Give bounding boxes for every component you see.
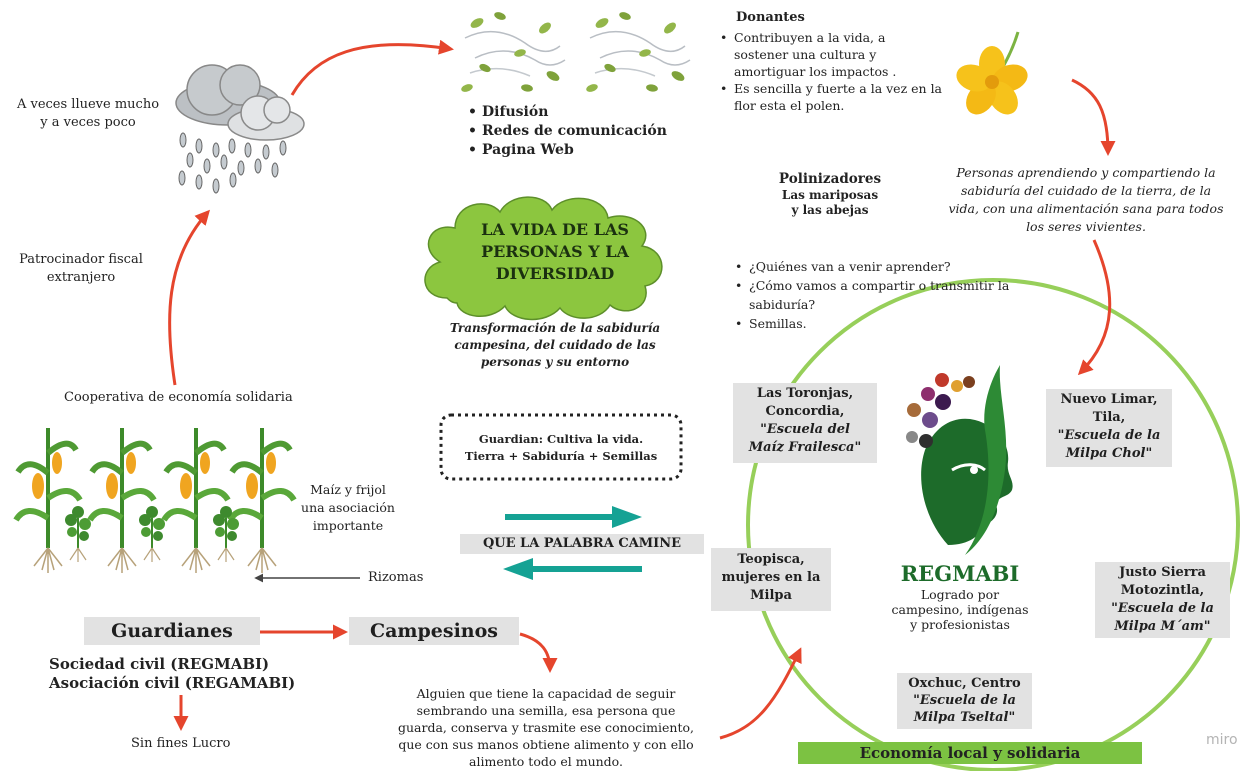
seeds-wind-icon-1 bbox=[459, 9, 566, 95]
rain-cloud-icon bbox=[175, 64, 305, 194]
arrow-fiscal-to-cloud bbox=[168, 209, 211, 386]
fiscal-label: Patrocinador fiscal extranjero bbox=[19, 252, 143, 285]
questions-list: ¿Quiénes van a venir aprender? ¿Cómo vam… bbox=[735, 257, 1055, 333]
polinizadores-block: Polinizadores Las mariposas y las abejas bbox=[778, 171, 882, 217]
central-title: LA VIDA DE LAS PERSONAS Y LA DIVERSIDAD bbox=[481, 220, 629, 283]
central-caption: Transformación de la sabiduría campesina… bbox=[449, 321, 661, 369]
school-justo-sierra: Justo Sierra Motozintla, "Escuela de la … bbox=[1095, 562, 1230, 638]
miro-watermark: miro bbox=[1206, 732, 1238, 748]
arrow-campesinos-curve bbox=[519, 632, 558, 673]
cooperativa-label: Cooperativa de economía solidaria bbox=[64, 390, 293, 405]
school-teopisca: Teopisca, mujeres en la Milpa bbox=[711, 548, 831, 611]
school-toronjas: Las Toronjas, Concordia, "Escuela del Ma… bbox=[733, 383, 877, 463]
guardian-box-text: Guardian: Cultiva la vida. Tierra + Sabi… bbox=[464, 432, 658, 463]
donantes-item: Contribuyen a la vida, a sostener una cu… bbox=[720, 29, 942, 80]
donantes-item: Es sencilla y fuerte a la vez en la flor… bbox=[720, 80, 942, 114]
teal-double-arrows bbox=[503, 506, 642, 580]
arrow-flower-to-personas bbox=[1071, 78, 1116, 156]
arrow-cloud-to-seeds bbox=[290, 39, 454, 96]
arrow-personas-to-limar bbox=[1077, 239, 1112, 376]
economia-bar bbox=[798, 742, 1142, 764]
campesinos-label: Campesinos bbox=[349, 617, 519, 645]
regmabi-logo-icon bbox=[906, 365, 1013, 555]
school-oxchuc: Oxchuc, Centro "Escuela de la Milpa Tsel… bbox=[897, 673, 1032, 729]
maiz-label: Maíz y frijol una asociación importante bbox=[301, 482, 395, 533]
palabra-label: QUE LA PALABRA CAMINE bbox=[460, 534, 704, 554]
rain-label: A veces llueve mucho y a veces poco bbox=[16, 97, 160, 130]
arrow-alguien-to-circle bbox=[719, 647, 802, 740]
seeds-wind-icon-2 bbox=[584, 9, 691, 95]
question-item: ¿Quiénes van a venir aprender? bbox=[735, 257, 1055, 276]
regmabi-name: REGMABI bbox=[900, 561, 1020, 586]
alguien-text: Alguien que tiene la capacidad de seguir… bbox=[398, 686, 694, 769]
central-cloud-shape bbox=[424, 196, 663, 321]
rizomas-label: Rizomas bbox=[368, 570, 424, 585]
red-arrows bbox=[168, 39, 1116, 740]
difusion-list: Difusión Redes de comunicación Pagina We… bbox=[468, 103, 708, 160]
donantes-list: Contribuyen a la vida, a sostener una cu… bbox=[720, 29, 942, 114]
flower-icon bbox=[956, 31, 1028, 115]
lucro-label: Sin fines Lucro bbox=[131, 736, 231, 751]
school-nuevo-limar: Nuevo Limar, Tila, "Escuela de la Milpa … bbox=[1046, 389, 1172, 467]
guardianes-label: Guardianes bbox=[84, 617, 260, 645]
difusion-item: Difusión bbox=[468, 103, 708, 122]
sociedad-text: Sociedad civil (REGMABI) Asociación civi… bbox=[49, 655, 296, 692]
question-item: Semillas. bbox=[735, 314, 1055, 333]
question-item: ¿Cómo vamos a compartir o transmitir la … bbox=[735, 276, 1055, 314]
corn-beans-field-illustration bbox=[16, 428, 294, 573]
economia-label: Economía local y solidaria bbox=[859, 744, 1081, 762]
difusion-item: Pagina Web bbox=[468, 141, 708, 160]
donantes-title: Donantes bbox=[736, 10, 805, 25]
difusion-item: Redes de comunicación bbox=[468, 122, 708, 141]
personas-text: Personas aprendiendo y compartiendo la s… bbox=[948, 165, 1224, 234]
regmabi-caption: Logrado por campesino, indígenas y profe… bbox=[891, 587, 1029, 632]
